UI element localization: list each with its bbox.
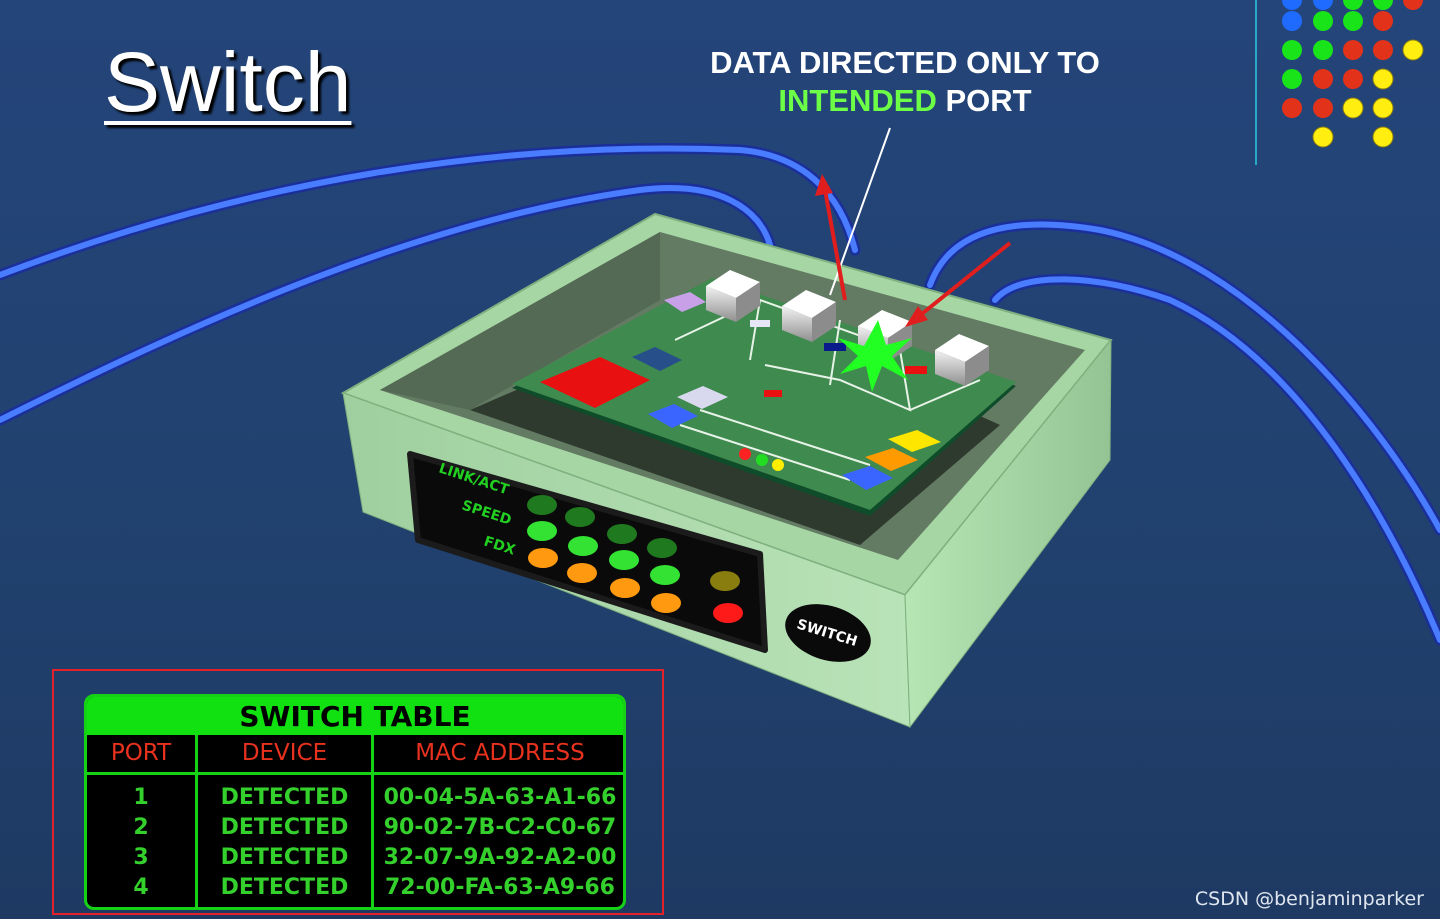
caption-line-2-rest: PORT	[936, 83, 1032, 118]
column-header-device: DEVICE	[241, 740, 328, 766]
cell-mac: 72-00-FA-63-A9-66	[385, 875, 615, 900]
switch-table: SWITCH TABLE PORT DEVICE MAC ADDRESS 1 D…	[84, 694, 626, 910]
decorative-dot	[1282, 40, 1302, 60]
decorative-dot	[1282, 69, 1302, 89]
column-header-mac: MAC ADDRESS	[415, 740, 585, 766]
intended-port-burst-icon	[838, 320, 912, 392]
decorative-dot	[1373, 40, 1393, 60]
watermark: CSDN @benjaminparker	[1194, 888, 1424, 910]
led-indicator	[650, 565, 680, 585]
table-highlight-frame	[52, 669, 664, 915]
cell-mac: 32-07-9A-92-A2-00	[383, 845, 617, 870]
page-title: Switch	[104, 35, 352, 129]
data-direction-arrows	[815, 127, 1012, 327]
decorative-dot	[1372, 97, 1394, 119]
led-indicator	[567, 563, 597, 583]
decorative-dot	[1373, 0, 1393, 10]
decorative-dot	[1343, 0, 1363, 10]
cell-port: 1	[133, 785, 149, 810]
cell-mac: 90-02-7B-C2-C0-67	[383, 815, 617, 840]
diagram-caption: DATA DIRECTED ONLY TO INTENDED PORT	[660, 44, 1150, 120]
decorative-dot	[1372, 126, 1394, 148]
network-cables	[0, 143, 1440, 646]
incoming-arrow-icon	[905, 241, 1012, 327]
table-row: 1 DETECTED 00-04-5A-63-A1-66	[87, 783, 623, 813]
caption-line-1: DATA DIRECTED ONLY TO	[710, 45, 1100, 80]
table-row: 2 DETECTED 90-02-7B-C2-C0-67	[87, 813, 623, 843]
table-row: 4 DETECTED 72-00-FA-63-A9-66	[87, 873, 623, 903]
led-indicator	[610, 578, 640, 598]
decorative-dot	[1343, 11, 1363, 31]
decorative-dot	[1313, 69, 1333, 89]
cell-device: DETECTED	[220, 875, 349, 900]
decorative-dot	[1342, 97, 1364, 119]
cell-device: DETECTED	[220, 845, 349, 870]
caption-highlight: INTENDED	[778, 83, 937, 118]
decorative-dot	[1313, 98, 1333, 118]
decorative-dot	[1343, 69, 1363, 89]
decorative-dot	[1313, 40, 1333, 60]
caption-line-2: INTENDED PORT	[660, 82, 1150, 120]
led-indicator	[527, 521, 557, 541]
led-indicator	[651, 593, 681, 613]
decorative-dot	[1313, 11, 1333, 31]
cell-port: 3	[133, 845, 149, 870]
led-indicator	[565, 507, 595, 527]
led-indicator	[713, 603, 743, 623]
cell-device: DETECTED	[220, 815, 349, 840]
cell-mac: 00-04-5A-63-A1-66	[383, 785, 617, 810]
column-divider	[195, 735, 198, 907]
table-row: 3 DETECTED 32-07-9A-92-A2-00	[87, 843, 623, 873]
led-indicator	[647, 538, 677, 558]
decorative-dot	[1372, 68, 1394, 90]
decorative-dot	[1373, 11, 1393, 31]
column-divider	[371, 735, 374, 907]
led-indicator	[710, 571, 740, 591]
decorative-dot	[1282, 0, 1302, 10]
decorative-dot	[1402, 39, 1424, 61]
decorative-dot	[1313, 0, 1333, 10]
led-indicator	[527, 495, 557, 515]
outgoing-arrow-icon	[815, 174, 847, 301]
status-leds	[527, 495, 743, 623]
column-header-port: PORT	[110, 740, 172, 766]
decorative-dot	[1312, 126, 1334, 148]
decorative-dot	[1282, 11, 1302, 31]
header-divider	[87, 772, 623, 775]
led-indicator	[609, 550, 639, 570]
led-indicator	[568, 536, 598, 556]
led-indicator	[528, 548, 558, 568]
switch-table-title: SWITCH TABLE	[87, 697, 623, 735]
cell-port: 2	[133, 815, 149, 840]
decorative-dot	[1282, 98, 1302, 118]
decorative-dot	[1403, 0, 1423, 10]
decorative-dot	[1343, 40, 1363, 60]
cell-device: DETECTED	[220, 785, 349, 810]
cell-port: 4	[133, 875, 149, 900]
led-indicator	[607, 524, 637, 544]
